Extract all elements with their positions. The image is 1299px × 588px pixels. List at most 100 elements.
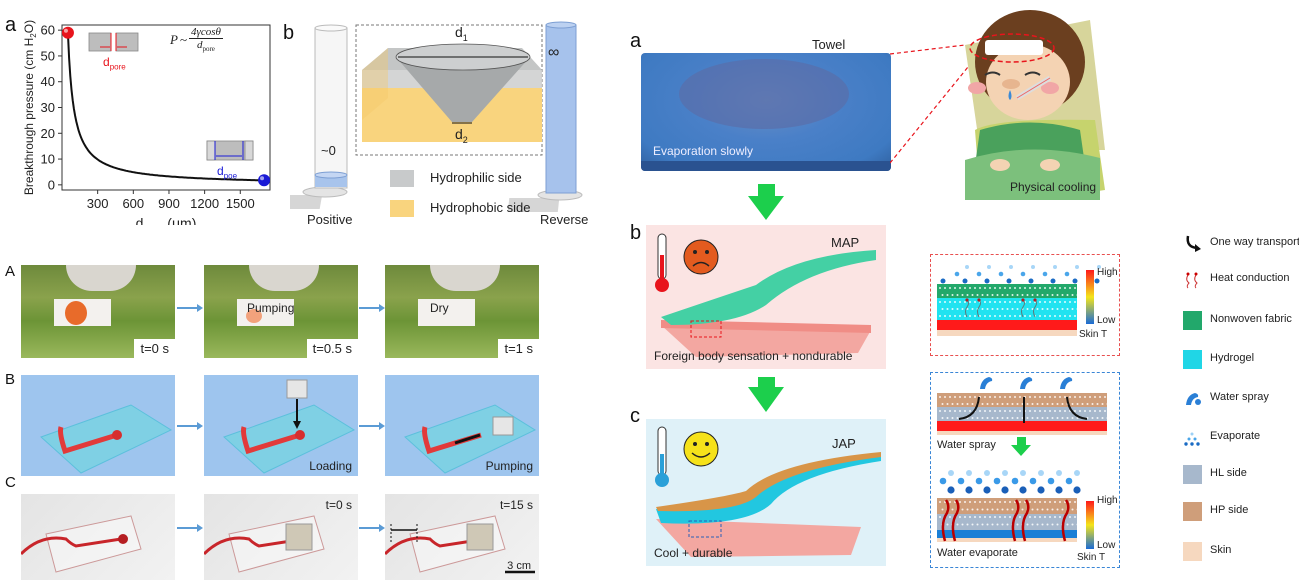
panel-b-label: b bbox=[283, 22, 295, 44]
formula: P ~ 4γcosθ dpore bbox=[170, 26, 223, 54]
row-c-frame-1 bbox=[21, 494, 175, 580]
inset-small-pore-label: dpore bbox=[103, 55, 126, 72]
cone-d2-label: d2 bbox=[455, 126, 468, 145]
map-schematic: High Low Skin T bbox=[930, 254, 1120, 356]
x-tick-label: 300 bbox=[87, 196, 109, 211]
series-line bbox=[66, 32, 265, 182]
flow-arrow bbox=[359, 304, 385, 312]
right-panel-a-label: a bbox=[630, 30, 642, 52]
inset-large-pore bbox=[206, 140, 254, 161]
row-c-frame-3: t=15 s 3 cm bbox=[385, 494, 539, 580]
legend-swatch-hydrophilic bbox=[390, 170, 414, 187]
map-panel: MAP Foreign body sensation + nondurable bbox=[646, 225, 886, 369]
legend-label: Heat conduction bbox=[1210, 272, 1290, 284]
x-tick-label: 900 bbox=[158, 196, 180, 211]
evaporate-icon bbox=[1183, 428, 1202, 447]
water-spray-icon bbox=[1183, 389, 1202, 408]
jap-schematic: Water spray Water evaporate High Low Ski… bbox=[930, 372, 1120, 568]
heat-conduction-mark bbox=[1021, 299, 1025, 318]
sad-face-icon bbox=[683, 239, 719, 275]
panel-a-label: a bbox=[5, 14, 17, 36]
y-tick-label: 60 bbox=[41, 23, 55, 38]
reverse-tube-value: ∞ bbox=[548, 44, 560, 61]
y-axis-label: Breakthrough pressure (cm H2O) bbox=[22, 20, 38, 195]
y-tick-label: 10 bbox=[41, 152, 55, 167]
x-tick-label: 600 bbox=[122, 196, 144, 211]
scale-bar-label: 3 cm bbox=[507, 560, 531, 572]
scale-title: Skin T bbox=[1079, 329, 1108, 340]
heat-conduction-mark bbox=[977, 299, 981, 318]
y-tick-label: 40 bbox=[41, 74, 55, 89]
jap-title: JAP bbox=[832, 436, 856, 451]
legend-swatch-skin bbox=[1183, 542, 1202, 561]
frame-overlay-label: Dry bbox=[430, 301, 449, 315]
transport-arrow bbox=[1066, 396, 1088, 420]
point-highlight bbox=[260, 176, 265, 181]
thermometer-hot-icon bbox=[655, 233, 669, 292]
scale-high: High bbox=[1097, 267, 1118, 278]
y-tick-label: 20 bbox=[41, 126, 55, 141]
frame-overlay-label: Pumping bbox=[247, 301, 295, 315]
happy-face-icon bbox=[683, 431, 719, 467]
water-spray-caption: Water spray bbox=[937, 439, 996, 451]
green-down-arrow bbox=[748, 184, 784, 220]
highlight-point-large-pore bbox=[258, 174, 271, 187]
row-a-label: A bbox=[5, 263, 16, 280]
water-spray-icon bbox=[1060, 377, 1073, 389]
map-title: MAP bbox=[831, 235, 860, 250]
zoom-connector bbox=[890, 44, 969, 164]
illustration-caption: Physical cooling bbox=[1010, 180, 1097, 194]
legend-label: Evaporate bbox=[1210, 430, 1261, 442]
legend-hydrophilic-label: Hydrophilic side bbox=[430, 170, 522, 185]
towel-image: Evaporation slowly bbox=[641, 53, 891, 171]
point-highlight bbox=[63, 28, 68, 33]
heat-arrow bbox=[941, 499, 950, 542]
legend-label: Hydrogel bbox=[1210, 352, 1255, 364]
water-spray-icon bbox=[1020, 377, 1033, 389]
legend-label: Nonwoven fabric bbox=[1210, 313, 1292, 325]
inset-small-pore bbox=[88, 32, 139, 52]
x-tick-label: 1200 bbox=[190, 196, 219, 211]
x-axis-label: dpore (μm) bbox=[136, 215, 197, 225]
row-c-label: C bbox=[5, 474, 16, 491]
time-caption: t=0.5 s bbox=[306, 339, 358, 358]
legend-swatch-hydrogel bbox=[1183, 350, 1202, 369]
highlight-point-small-pore bbox=[61, 26, 74, 39]
heat-conduction-icon bbox=[1183, 270, 1202, 289]
heat-arrow bbox=[1021, 499, 1030, 542]
time-caption: t=0 s bbox=[134, 339, 175, 358]
time-caption: t=0 s bbox=[325, 498, 352, 512]
jap-panel: JAP Cool + durable bbox=[646, 419, 886, 566]
heat-arrow bbox=[1011, 499, 1020, 542]
flow-arrow bbox=[359, 422, 385, 430]
flow-arrow bbox=[177, 304, 203, 312]
row-b-frame-2: Loading bbox=[204, 375, 358, 476]
jap-caption: Cool + durable bbox=[654, 546, 733, 560]
water-evaporate-caption: Water evaporate bbox=[937, 547, 1018, 559]
row-c-frame-2: t=0 s bbox=[204, 494, 358, 580]
legend-label: Skin bbox=[1210, 544, 1232, 556]
time-caption: t=15 s bbox=[499, 498, 533, 512]
y-tick-label: 30 bbox=[41, 100, 55, 115]
time-caption: t=1 s bbox=[498, 339, 539, 358]
legend-swatch-hp-side bbox=[1183, 502, 1202, 521]
y-tick-label: 50 bbox=[41, 48, 55, 63]
flow-arrow bbox=[177, 422, 203, 430]
right-panel-b-label: b bbox=[630, 222, 642, 244]
heat-conduction-mark bbox=[965, 299, 969, 318]
transport-arrow bbox=[958, 396, 980, 420]
legend-label: Water spray bbox=[1210, 391, 1269, 403]
legend-swatch-nonwoven-fabric bbox=[1183, 311, 1202, 330]
heat-arrow bbox=[1061, 499, 1070, 542]
legend-label: One way transport bbox=[1210, 236, 1299, 248]
positive-tube-value: ~0 bbox=[321, 143, 336, 158]
inset-large-pore-label: dpoe bbox=[217, 164, 238, 181]
cone-d1-label: d1 bbox=[455, 24, 468, 43]
thermometer-cool-icon bbox=[655, 426, 669, 487]
temperature-scale bbox=[1086, 270, 1094, 324]
row-b-label: B bbox=[5, 371, 16, 388]
heat-conduction-mark bbox=[1033, 299, 1037, 318]
flow-arrow bbox=[177, 524, 203, 532]
step-caption: Pumping bbox=[485, 459, 533, 473]
towel-caption: Evaporation slowly bbox=[653, 144, 754, 158]
